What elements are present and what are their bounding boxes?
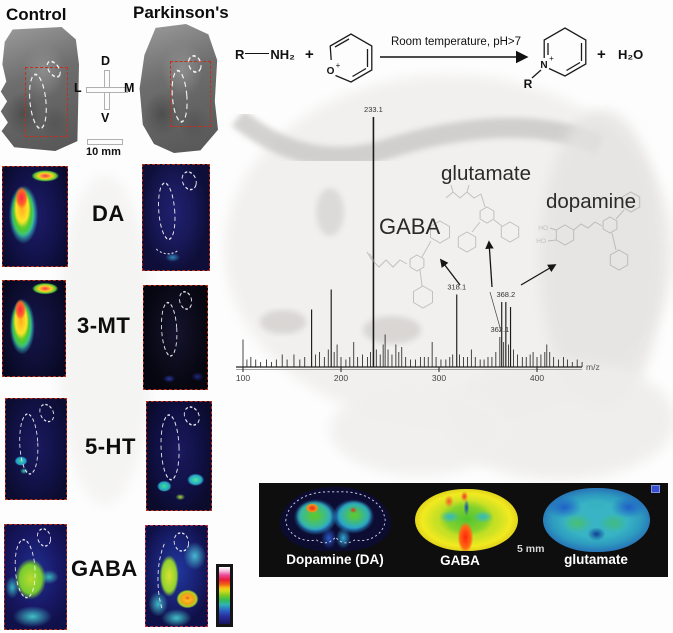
roi-outline-parkinsons	[170, 61, 211, 127]
brain-section-gaba	[415, 489, 518, 551]
scale-bar-line	[87, 139, 123, 145]
bond-line	[245, 53, 270, 55]
panel-corner-marker	[651, 485, 660, 493]
svg-text:362.1: 362.1	[490, 325, 509, 334]
anatomy-outline-parkinsons	[171, 55, 202, 123]
reactant-amine-label: NH₂	[270, 47, 295, 62]
pyridinium-ring: N + R	[524, 27, 587, 91]
spectrum-peak-labels: 233.1 318.1 362.1 368.2	[364, 105, 515, 334]
row-label-gaba: GABA	[71, 556, 138, 581]
metabolite-structures: HO HO	[366, 184, 641, 332]
msi-image-da-parkinsons	[142, 164, 210, 271]
arrow-to-gaba	[439, 258, 461, 286]
product-r-label: R	[524, 77, 533, 91]
compass-horizontal-bar	[86, 87, 128, 93]
pyridinium-charge-label: +	[549, 54, 554, 63]
spectrum-peaks	[242, 117, 583, 367]
column-header-control: Control	[6, 5, 67, 24]
annotation-label-glutamate: glutamate	[441, 162, 532, 185]
arrow-to-dopamine	[520, 264, 557, 286]
pyrylium-ring: O +	[327, 33, 373, 83]
panel-scale-label: 5 mm	[517, 543, 545, 555]
compass-lateral-label: L	[74, 81, 82, 95]
svg-text:368.2: 368.2	[496, 290, 515, 299]
structure-dopamine: HO HO	[536, 191, 641, 271]
brain-section-dopamine	[280, 487, 391, 551]
msi-image-5ht-parkinsons	[146, 401, 212, 511]
reactant-r-label: R	[235, 47, 245, 62]
peak-connector-line	[489, 291, 502, 332]
pyridinium-nitrogen-label: N	[540, 60, 547, 71]
pyrylium-charge-label: +	[336, 61, 341, 70]
plus-sign-right: +	[597, 46, 606, 63]
annotation-label-dopamine: dopamine	[546, 190, 637, 213]
svg-text:233.1: 233.1	[364, 105, 383, 114]
roi-outline-control	[25, 67, 68, 137]
structure-gaba	[366, 220, 450, 309]
compass-dorsal-label: D	[101, 54, 111, 68]
mass-spectrum: 100 200 300 400 233.1 318.1 362.1 368.2 m/z	[236, 105, 600, 383]
row-label-3mt: 3-MT	[77, 313, 131, 338]
msi-image-gaba-control	[4, 524, 67, 630]
water-label: H₂O	[618, 47, 644, 62]
anatomy-outline-3mt-parkinsons	[161, 291, 193, 357]
panel-label-glutamate: glutamate	[564, 552, 628, 567]
spectrum-x-axis: 100 200 300 400	[236, 366, 582, 383]
svg-text:100: 100	[236, 373, 250, 383]
msi-image-da-control	[2, 166, 68, 267]
anatomy-outline-5ht-control	[19, 403, 55, 475]
column-header-parkinsons: Parkinson's	[133, 3, 229, 22]
bottom-panel: Dopamine (DA) GABA glutamate 5 mm	[259, 483, 668, 577]
control-brain-photo	[0, 27, 79, 151]
svg-text:200: 200	[334, 373, 348, 383]
compass-ventral-label: V	[101, 111, 110, 125]
intensity-colorbar-gradient	[219, 567, 230, 624]
anatomy-outline-5ht-parkinsons	[160, 406, 200, 481]
scale-bar-label: 10 mm	[86, 146, 121, 158]
x-axis-label: m/z	[586, 362, 600, 372]
annotation-label-gaba: GABA	[379, 214, 441, 239]
reaction-condition-label: Room temperature, pH>7	[391, 36, 521, 48]
msi-image-3mt-parkinsons	[143, 285, 208, 390]
brain-section-glutamate	[543, 488, 650, 552]
intensity-colorbar	[216, 564, 233, 627]
svg-text:HO: HO	[536, 238, 546, 245]
anatomy-outline-gaba-control	[14, 528, 52, 599]
svg-text:318.1: 318.1	[447, 283, 466, 292]
row-label-da: DA	[92, 201, 125, 226]
panel-label-dopamine: Dopamine (DA)	[286, 552, 384, 567]
msi-image-gaba-parkinsons	[145, 525, 208, 627]
amine-reactant: R NH₂	[235, 47, 295, 62]
row-label-5ht: 5-HT	[85, 434, 136, 459]
msi-image-3mt-control	[2, 280, 66, 377]
parkinsons-brain-photo	[139, 24, 218, 153]
brain-outline-dopamine	[285, 491, 386, 544]
anatomy-outline-control	[29, 60, 61, 130]
msi-image-5ht-control	[5, 398, 67, 500]
plus-sign-left: +	[305, 46, 314, 63]
compass-medial-label: M	[124, 81, 135, 95]
structure-glutamate	[445, 184, 520, 253]
reaction-arrow: Room temperature, pH>7	[380, 36, 529, 64]
arrow-to-glutamate	[485, 240, 494, 288]
panel-label-gaba: GABA	[440, 553, 480, 568]
annotation-arrows	[439, 240, 557, 332]
pyrylium-oxygen-label: O	[327, 66, 335, 77]
svg-text:400: 400	[530, 373, 544, 383]
anatomy-outline-da-parkinsons	[156, 171, 197, 255]
orientation-compass: D L M V	[70, 50, 136, 130]
svg-text:HO: HO	[538, 225, 548, 232]
anatomy-outline-gaba-parkinsons	[157, 532, 190, 609]
svg-text:300: 300	[432, 373, 446, 383]
